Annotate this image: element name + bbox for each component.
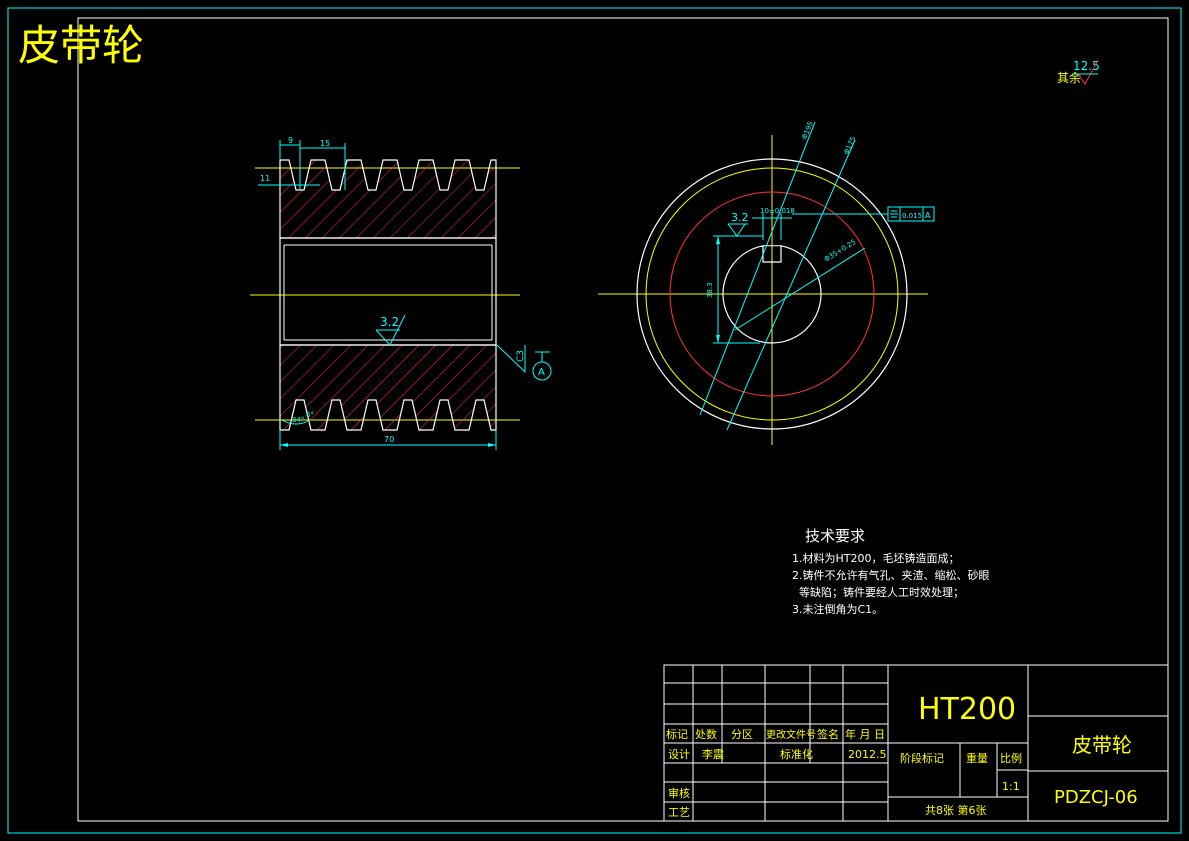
tech-req-line-1: 1.材料为HT200，毛坯铸造面成； (792, 551, 959, 565)
header-date: 年 月 日 (845, 727, 885, 741)
weight-label: 重量 (966, 751, 988, 765)
dim-bore: Φ35+0.25 (823, 238, 858, 264)
header-change-doc: 更改文件号 (766, 728, 816, 741)
title-block (663, 664, 1169, 822)
outer-circle (636, 158, 908, 430)
tolerance-datum: A (925, 211, 931, 220)
design-label: 设计 (668, 748, 690, 761)
outer-border (7, 7, 1182, 834)
header-count: 处数 (695, 728, 717, 741)
tech-req-line-2: 2.铸件不允许有气孔、夹渣、缩松、砂眼 (792, 568, 990, 582)
header-zone: 分区 (731, 728, 753, 741)
keyway-roughness: 3.2 (731, 211, 749, 224)
designer-name: 李震 (702, 747, 724, 761)
roughness-other-value: 12.5 (1073, 59, 1100, 73)
title-block-text: HT200 皮带轮 PDZCJ-06 标记 处数 分区 更改文件号 签名 年 月… (666, 692, 1138, 819)
section-view: 9 15 11 3.2 C3 A 34° 6° 70 (250, 136, 552, 450)
roughness-other: 其余 12.5 (1057, 59, 1100, 85)
review-label: 审核 (668, 786, 690, 800)
header-mark: 标记 (666, 727, 688, 741)
dim-keyway-depth: 38.3 (706, 282, 714, 298)
dim-groove-depth: 11 (260, 174, 270, 183)
header-sign: 签名 (817, 727, 839, 741)
bottom-hatched-section (279, 344, 497, 431)
design-date: 2012.5 (848, 748, 887, 761)
dim-length: 70 (384, 435, 394, 444)
drawing-title: 皮带轮 (18, 21, 144, 70)
datum-circle (532, 361, 552, 381)
root-circle (669, 191, 875, 397)
dim-keyway-width: 10±0.018 (760, 207, 795, 215)
dim-od-a: Φ195 (800, 120, 814, 140)
dim-angle: 34° (292, 416, 304, 424)
dim-angle-small: 6° (306, 411, 314, 419)
tech-req-line-3: 等缺陷；铸件要经人工时效处理； (792, 585, 964, 599)
section-roughness: 3.2 (380, 315, 399, 329)
drawing-number: PDZCJ-06 (1054, 787, 1138, 808)
bore-outline (279, 237, 497, 346)
part-name: 皮带轮 (1072, 733, 1132, 757)
inner-border (77, 17, 1169, 822)
tolerance-frame (887, 206, 935, 222)
dim-groove-pitch-b: 15 (320, 139, 330, 148)
tolerance-value: 0.015 (902, 212, 922, 220)
chamfer-label: C3 (516, 350, 526, 362)
material-label: HT200 (918, 692, 1016, 727)
end-view: Φ195 Φ175 Φ35+0.25 10±0.018 38.3 3.2 0.0… (598, 120, 935, 445)
dim-groove-pitch-a: 9 (288, 136, 293, 145)
dim-od-b: Φ175 (843, 135, 858, 155)
datum-label: A (538, 367, 545, 378)
standardization-label: 标准化 (780, 747, 813, 761)
stage-label: 阶段标记 (900, 751, 944, 765)
scale-label: 比例 (1000, 751, 1022, 765)
bore-with-keyway (722, 245, 822, 344)
tech-req-line-4: 3.未注倒角为C1。 (792, 602, 883, 616)
sheet-count: 共8张 第6张 (925, 803, 987, 817)
process-label: 工艺 (668, 806, 690, 819)
groove-circle (645, 167, 899, 421)
technical-requirements: 技术要求 1.材料为HT200，毛坯铸造面成； 2.铸件不允许有气孔、夹渣、缩松… (792, 527, 990, 616)
tech-req-heading: 技术要求 (805, 527, 865, 545)
top-hatched-section (279, 159, 497, 239)
scale-value: 1:1 (1002, 780, 1020, 793)
